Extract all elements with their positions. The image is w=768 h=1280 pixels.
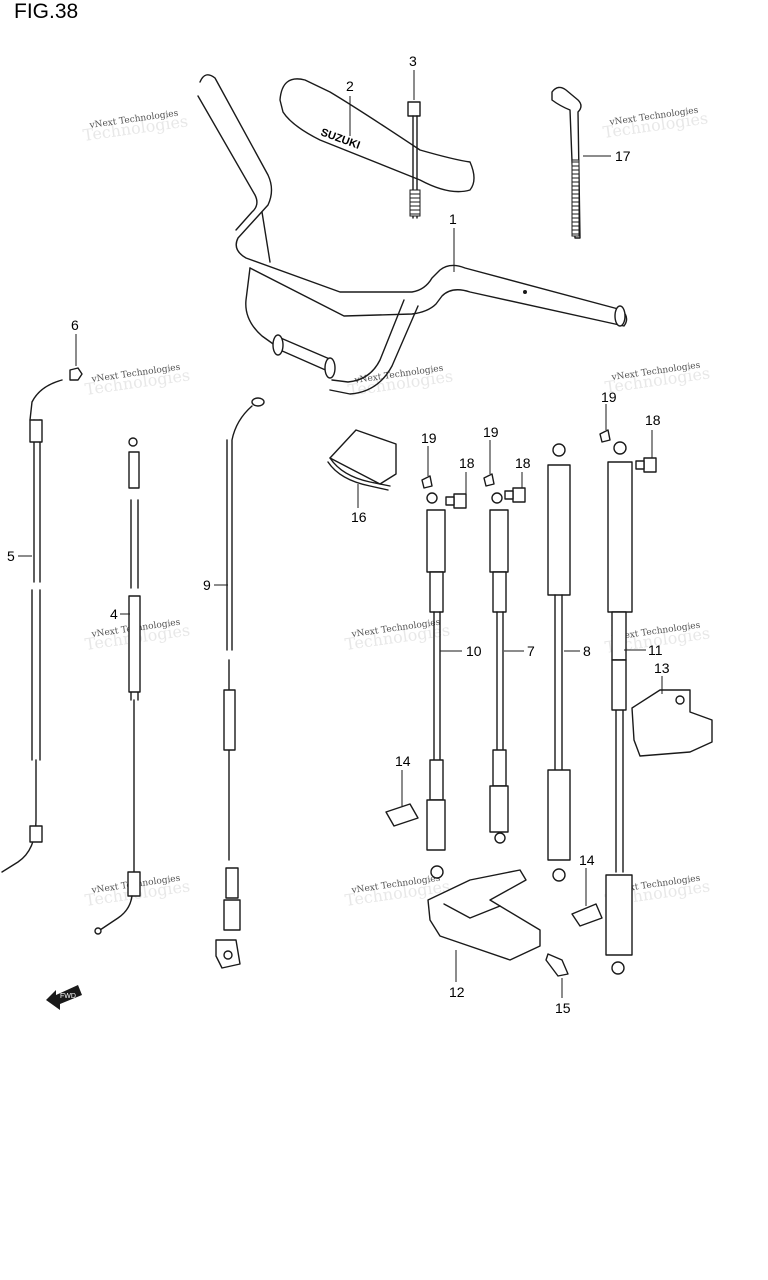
cable-8-part	[547, 443, 571, 882]
cable-tie-part	[551, 86, 582, 239]
callout-19c: 19	[601, 389, 617, 405]
bolt-18b-part	[504, 487, 526, 503]
bolt-18c-part	[635, 457, 657, 473]
clip-19a-part	[421, 475, 433, 489]
callout-5: 5	[7, 548, 15, 564]
handlebar-part	[197, 74, 628, 395]
callout-10: 10	[466, 643, 482, 659]
callout-8: 8	[583, 643, 591, 659]
callouts: 1 2 3 4 5 6 7 8 9 10 11 12 13 14 14 15 1	[7, 53, 670, 1016]
callout-18a: 18	[459, 455, 475, 471]
watermark: Technologies vNext Technologies	[344, 618, 452, 654]
clip-19c-part	[599, 429, 611, 443]
callout-13: 13	[654, 660, 670, 676]
cable-9-part	[215, 397, 265, 969]
clip-19b-part	[483, 473, 495, 487]
watermark: Technologies vNext Technologies	[602, 106, 710, 142]
svg-text:FWD: FWD	[60, 993, 76, 1000]
callout-9: 9	[203, 577, 211, 593]
fwd-arrow-icon: FWD	[46, 985, 82, 1010]
callout-1: 1	[449, 211, 457, 227]
cable-11-part	[605, 441, 633, 975]
bolt-15-part	[545, 953, 569, 977]
watermark: Technologies vNext Technologies	[347, 364, 455, 400]
bracket-16-part	[327, 429, 397, 491]
callout-11: 11	[648, 642, 663, 658]
callout-19b: 19	[483, 424, 499, 440]
figure-title: FIG.38	[14, 0, 79, 23]
callout-14b: 14	[579, 852, 595, 868]
cable-10-part	[426, 492, 446, 879]
callout-19a: 19	[421, 430, 437, 446]
callout-18c: 18	[645, 412, 661, 428]
clip-14a-part	[385, 803, 419, 827]
callout-15: 15	[555, 1000, 571, 1016]
callout-18b: 18	[515, 455, 531, 471]
callout-17: 17	[615, 148, 631, 164]
nut-part	[69, 367, 83, 381]
clip-14b-part	[571, 903, 603, 927]
bracket-13-part	[631, 689, 713, 757]
cable-5-part	[1, 379, 63, 873]
watermark: Technologies vNext Technologies	[82, 109, 190, 145]
cable-7-part	[489, 492, 509, 844]
callout-2: 2	[346, 78, 354, 94]
callout-12: 12	[449, 984, 465, 1000]
callout-4: 4	[110, 606, 118, 622]
callout-14a: 14	[395, 753, 411, 769]
callout-16: 16	[351, 509, 367, 525]
callout-3: 3	[409, 53, 417, 69]
watermark: Technologies vNext Technologies	[84, 363, 192, 399]
cable-4-part	[94, 437, 141, 935]
handlebar-pad-part: SUZUKI	[279, 78, 475, 193]
callout-6: 6	[71, 317, 79, 333]
bolt-18a-part	[445, 493, 467, 509]
strap-part	[407, 101, 421, 219]
bracket-12-part	[427, 869, 541, 961]
watermark: Technologies vNext Technologies	[604, 361, 712, 397]
callout-7: 7	[527, 643, 535, 659]
